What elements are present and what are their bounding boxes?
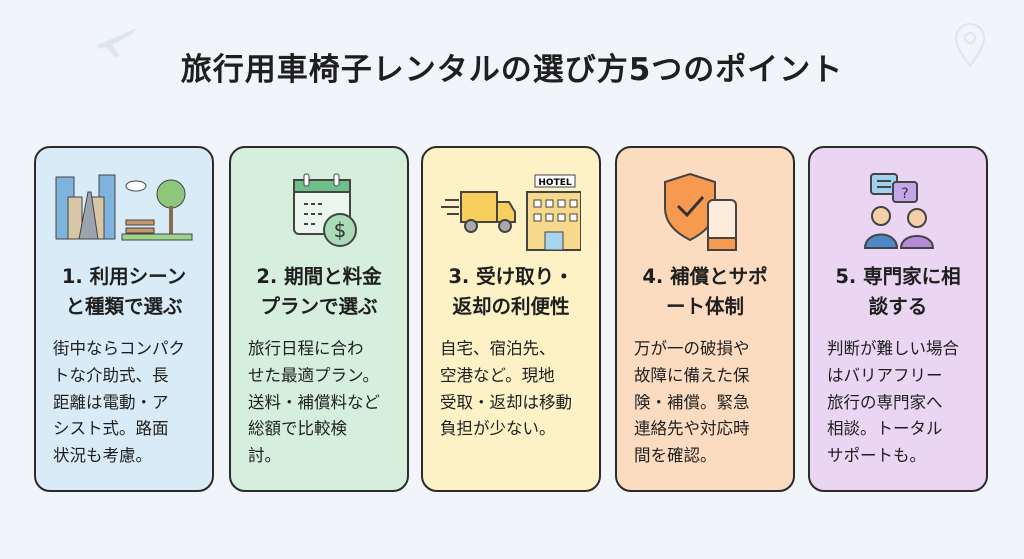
city-park-icon <box>55 174 193 241</box>
card-body: 自宅、宿泊先、 空港など。現地 受取・返却は移動 負担が少ない。 <box>440 339 572 439</box>
consultation-icon: ? <box>863 173 935 249</box>
calendar-dollar-icon: $ <box>293 173 357 247</box>
card-usage-scene: 1. 利用シーン と種類で選ぶ 街中ならコンパク トな介助式、長 距離は電動・ア… <box>34 146 214 492</box>
location-pin-icon <box>954 23 986 68</box>
card-heading: 1. 利用シーン と種類で選ぶ <box>61 265 187 318</box>
card-body: 街中ならコンパク トな介助式、長 距離は電動・ア シスト式。路面 状況も考慮。 <box>53 339 185 466</box>
svg-text:$: $ <box>334 218 347 242</box>
card-body: 万が一の破損や 故障に備えた保 険・補償。緊急 連絡先や対応時 間を確認。 <box>634 339 750 466</box>
card-insurance-support: 4. 補償とサポ ート体制 万が一の破損や 故障に備えた保 険・補償。緊急 連絡… <box>615 146 795 492</box>
card-heading: 4. 補償とサポ ート体制 <box>642 265 768 318</box>
svg-text:?: ? <box>901 186 908 202</box>
card-body: 判断が難しい場合 はバリアフリー 旅行の専門家へ 相談。トータル サポートも。 <box>827 339 959 466</box>
card-period-price: $ 2. 期間と料金 プランで選ぶ 旅行日程に合わ せた最適プラン。 送料・補償… <box>229 146 409 492</box>
shield-phone-icon <box>664 172 737 251</box>
airplane-icon <box>97 28 137 57</box>
card-body: 旅行日程に合わ せた最適プラン。 送料・補償料など 総額で比較検 討。 <box>248 339 380 466</box>
card-pickup-return: HOTEL 3. 受け取り・ 返却の利便性 自宅、宿泊先、 空港など。現地 受取… <box>421 146 601 492</box>
card-heading: 3. 受け取り・ 返却の利便性 <box>448 265 574 318</box>
card-heading: 5. 専門家に相 談する <box>835 265 961 318</box>
hotel-sign: HOTEL <box>538 178 571 188</box>
card-consult-expert: ? 5. 専門家に相 談する 判断が難しい場合 はバリアフリー 旅行の専門家へ … <box>808 146 988 492</box>
truck-hotel-icon: HOTEL <box>441 174 581 251</box>
page-title: 旅行用車椅子レンタルの選び方5つのポイント <box>180 52 844 88</box>
card-heading: 2. 期間と料金 プランで選ぶ <box>256 265 382 318</box>
